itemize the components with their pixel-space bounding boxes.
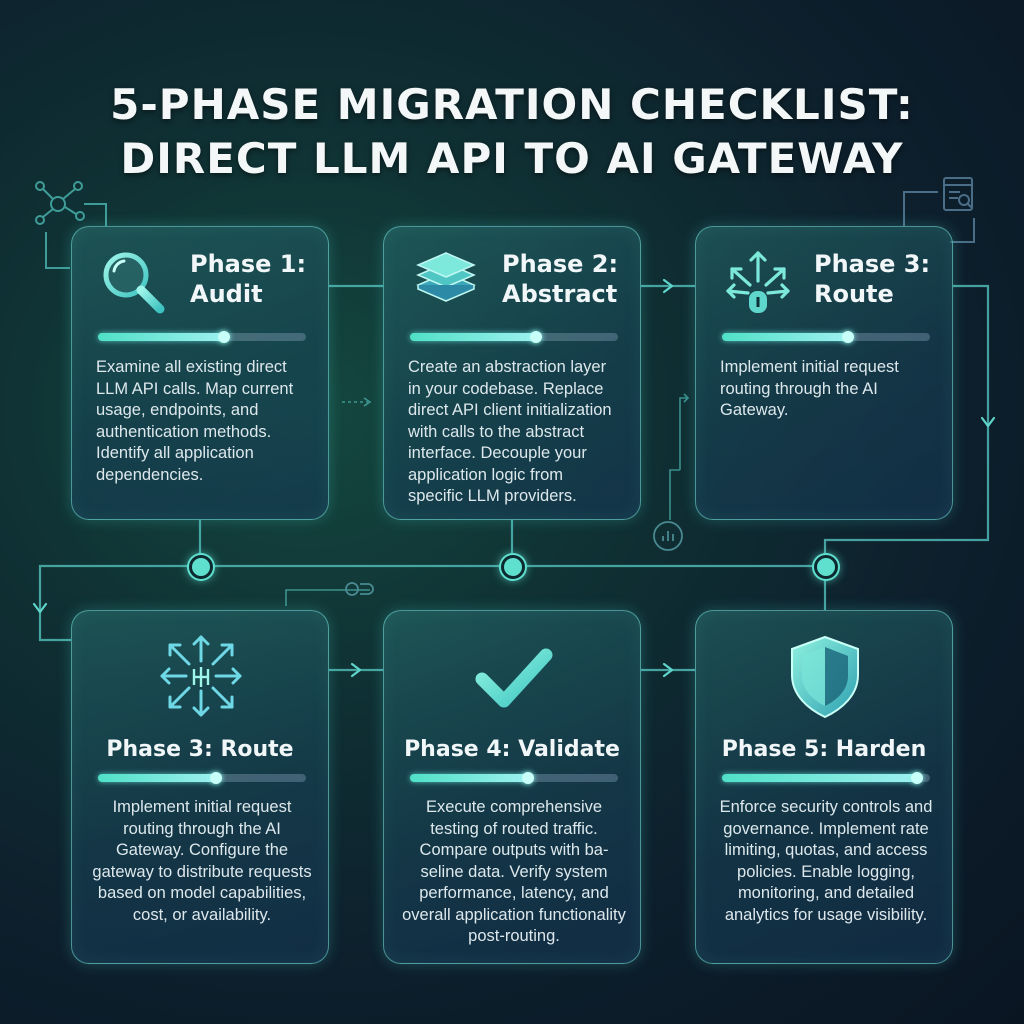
distribution-hub-icon [160,635,242,717]
phase-card-route: Phase 3: Route Implement initial request… [695,226,953,520]
progress-bar [410,331,618,343]
progress-bar [98,772,306,784]
title-line-1: 5-PHASE MIGRATION CHECKLIST: [110,80,914,129]
progress-bar [722,772,930,784]
bar-chart-icon [653,521,683,551]
junction-node [189,555,213,579]
routing-arrows-icon [726,251,790,313]
phase-title: Phase 2: Abstract [502,250,619,308]
page-title: 5-PHASE MIGRATION CHECKLIST: DIRECT LLM … [0,78,1024,186]
progress-bar [722,331,930,343]
layers-icon [416,252,476,302]
phase-card-route-detail: Phase 3: Route Implement initial request… [71,610,329,964]
phase-description: Enforce security controls and governance… [719,798,933,924]
phase-description: Implement initial request routing throug… [92,798,312,924]
magnifier-icon [103,252,165,314]
phase-description: Implement initial request routing throug… [720,358,899,419]
phase-title: Phase 4: Validate [404,737,620,762]
phase-card-audit: Phase 1: Audit Examine all existing dire… [71,226,329,520]
network-graph-icon [35,181,107,269]
phase-description: Examine all existing direct LLM API call… [96,358,294,484]
junction-node [501,555,525,579]
phase-title: Phase 3: Route [106,737,294,762]
toggle-icon [345,582,374,596]
progress-bar [98,331,306,343]
phase-card-harden: Phase 5: Harden Enforce security control… [695,610,953,964]
phase-title: Phase 5: Harden [721,737,927,762]
phase-description: Execute comprehensive testing of routed … [402,798,626,945]
document-search-icon [903,177,975,243]
phase-title: Phase 3: Route [814,250,931,308]
phase-title: Phase 1: Audit [190,250,307,308]
junction-node [814,555,838,579]
progress-bar [410,772,618,784]
phase-description: Create an abstraction layer in your code… [408,358,612,505]
phase-card-validate: Phase 4: Validate Execute comprehensive … [383,610,641,964]
shield-icon [791,635,859,719]
phase-card-abstract: Phase 2: Abstract Create an abstraction … [383,226,641,520]
title-line-2: DIRECT LLM API TO AI GATEWAY [120,134,904,183]
checkmark-icon [475,648,553,708]
